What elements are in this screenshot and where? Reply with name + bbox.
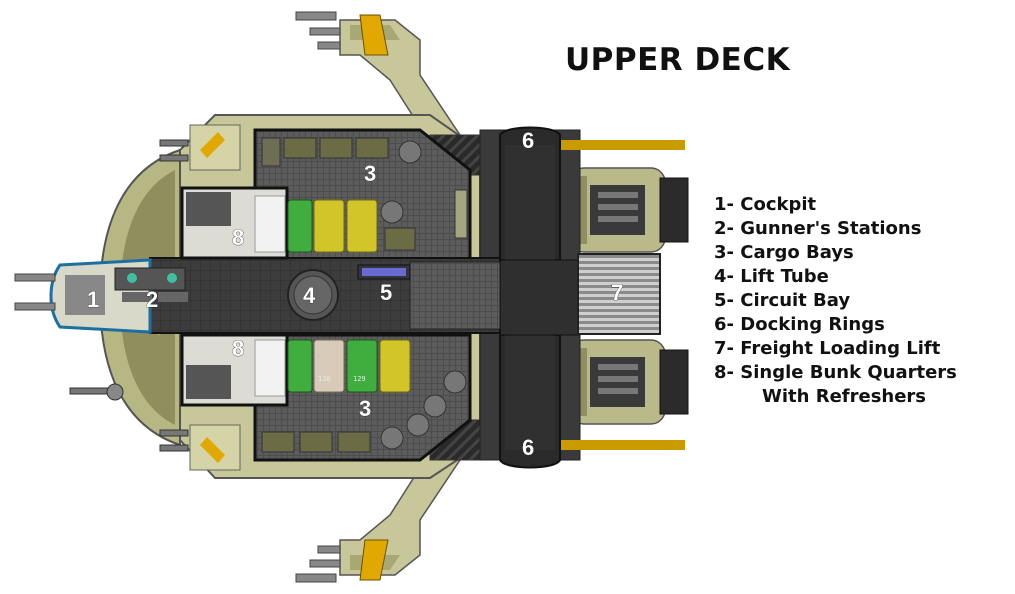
legend-item-docking: 6- Docking Rings [714,314,885,335]
crate-number-129: 129 [353,375,366,383]
interior-deck [14,128,501,462]
crate-number-130: 130 [318,375,331,383]
map-legend: 1- Cockpit 2- Gunner's Stations 3- Cargo… [714,193,957,409]
engine-top [569,167,689,253]
freight-lift [499,253,661,336]
zone-label-cockpit: 1 [87,287,99,312]
zone-labels: 1 2 3 3 4 5 6 6 7 8 8 130 129 [87,128,624,461]
zone-label-gunners: 2 [146,287,158,312]
zone-label-circuit: 5 [380,280,392,305]
cargo-crates [261,137,468,453]
docking-ring-top [499,126,561,261]
legend-item-gunners: 2- Gunner's Stations [714,218,922,239]
legend-item-circuit: 5- Circuit Bay [714,290,851,311]
zone-label-cargo-top: 3 [364,161,376,186]
zone-label-quarters-bottom: 8 [232,336,244,361]
legend-item-cargo: 3- Cargo Bays [714,242,854,263]
legend-item-cockpit: 1- Cockpit [714,194,817,215]
legend-item-quarters: 8- Single Bunk Quarters [714,362,957,383]
legend-item-freight: 7- Freight Loading Lift [714,338,941,359]
zone-label-quarters-top: 8 [232,225,244,250]
zone-label-freight: 7 [611,280,623,305]
legend-item-lift: 4- Lift Tube [714,266,829,287]
map-title: UPPER DECK [565,42,791,78]
legend-item-quarters-cont: With Refreshers [762,386,927,407]
upper-wing [295,11,462,136]
zone-label-lift: 4 [303,283,316,308]
zone-label-cargo-bottom: 3 [359,396,371,421]
zone-label-dock-top: 6 [522,128,534,153]
zone-label-dock-bottom: 6 [522,435,534,460]
engine-bottom [569,339,689,425]
docking-ring-bottom [499,334,561,469]
